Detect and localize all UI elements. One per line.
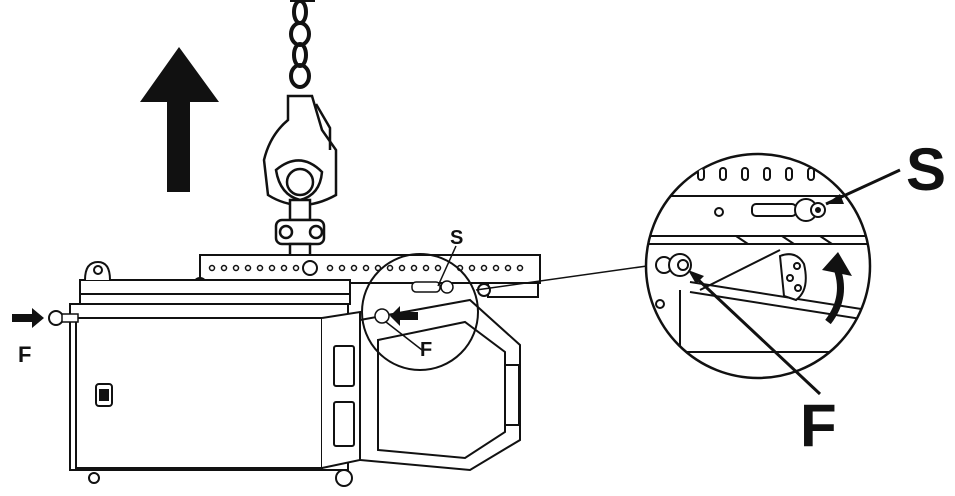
front-pin-left: [12, 308, 79, 328]
hoist-chain: [289, 0, 315, 89]
label-safety-pin-small: S: [450, 227, 463, 249]
detail-circle-small: [361, 253, 479, 371]
hoist-hook: [262, 94, 338, 262]
frame-holes: [208, 264, 524, 272]
loudspeaker-cabinet: [69, 298, 521, 487]
detail-circle-large: [644, 152, 872, 380]
leader-f-large: [690, 272, 822, 396]
label-safety-pin-large: S: [906, 136, 946, 203]
zoom-frame-holes: [697, 167, 859, 181]
leader-s-small: [437, 245, 457, 287]
small-detail-content: [374, 280, 454, 326]
label-front-pin-large: F: [800, 392, 837, 459]
leader-f-small: [385, 321, 423, 351]
lift-up-arrow-icon: [140, 47, 219, 192]
label-front-pin-small: F: [420, 339, 432, 361]
cabinet-top-rail: [79, 260, 351, 305]
label-front-pin-left: F: [18, 342, 31, 367]
zoom-connector-line: [475, 265, 648, 291]
